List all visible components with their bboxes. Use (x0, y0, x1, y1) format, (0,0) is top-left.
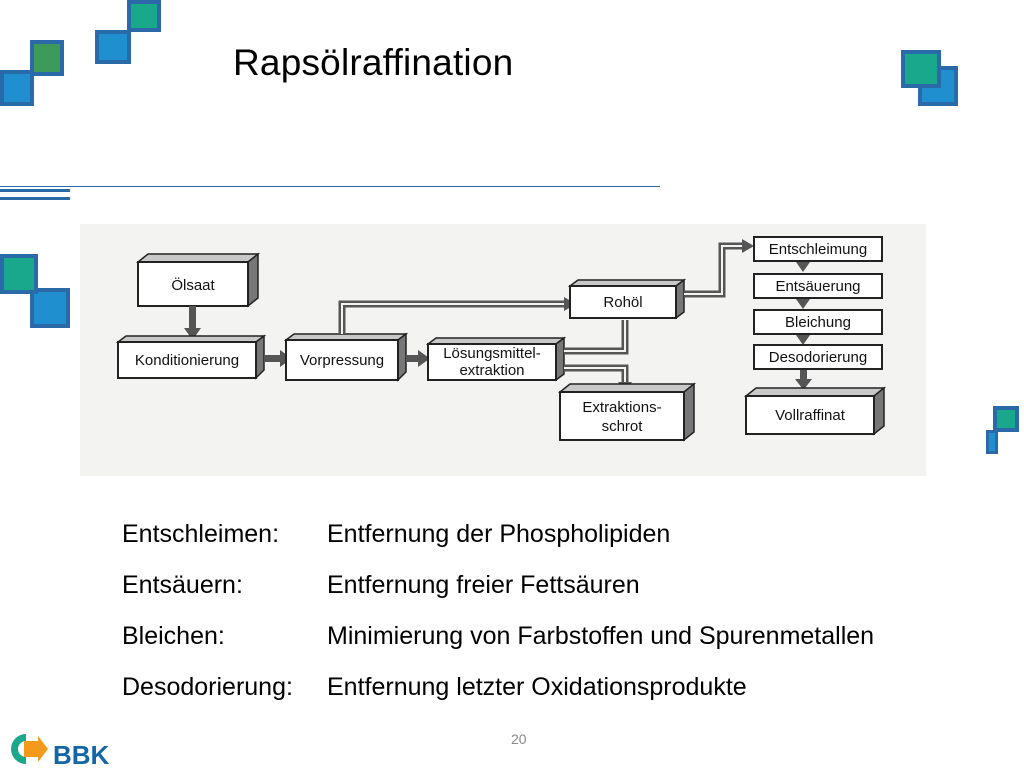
box-label-desodorierung: Desodorierung (769, 349, 867, 366)
title-rule (0, 186, 660, 187)
arrow-head (796, 299, 810, 309)
definition-description: Entfernung der Phospholipiden (327, 520, 671, 548)
arrow-shaft (189, 306, 196, 330)
arrow-shaft-inner (564, 367, 626, 384)
arrow-shaft-inner (564, 320, 626, 352)
arrow-shaft (406, 355, 420, 362)
decor-square (986, 430, 998, 454)
decor-square (0, 254, 38, 294)
page-number: 20 (511, 731, 527, 747)
box-label-extraktionsschrot-1: Extraktions- (582, 399, 661, 416)
arrow-shaft (684, 242, 744, 298)
decor-square (127, 0, 161, 32)
box-label-vorpressung: Vorpressung (300, 352, 384, 369)
box-label-vollraffinat: Vollraffinat (775, 407, 846, 424)
title-rule-accent (0, 197, 70, 200)
logo-text: BBK (53, 740, 110, 768)
arrow-shaft (264, 355, 282, 362)
definition-description: Minimierung von Farbstoffen und Spurenme… (327, 622, 875, 650)
box-label-oelsaat: Ölsaat (171, 276, 215, 294)
box-oelsaat: Ölsaat (135, 252, 261, 308)
arrow-head (796, 262, 810, 272)
arrow-head (184, 328, 201, 340)
title-rule-accent (0, 189, 70, 192)
arrow-head (742, 239, 754, 253)
box-entsaeuerung: Entsäuerung (753, 273, 883, 299)
bbk-logo-icon: BBK (11, 734, 110, 770)
box-bleichung: Bleichung (753, 309, 883, 335)
box-label-loesungsmittel-2: extraktion (459, 362, 524, 379)
arrow-shaft (338, 300, 566, 334)
arrow-shaft-inner (341, 303, 566, 334)
decor-square (30, 288, 70, 328)
slide-title: Rapsölraffination (233, 42, 514, 83)
decor-square (0, 70, 34, 106)
arrow-head (796, 335, 810, 345)
decor-square (30, 40, 64, 76)
bbk-logo: BBK (2, 730, 114, 770)
process-diagram: Ölsaat Konditionierung Vorpressung (80, 224, 926, 476)
box-vollraffinat: Vollraffinat (743, 386, 887, 436)
definition-term: Bleichen: (122, 622, 225, 650)
box-extraktionsschrot: Extraktions- schrot (557, 382, 697, 442)
arrow-shaft-inner (684, 245, 744, 295)
box-label-konditionierung: Konditionierung (135, 352, 239, 369)
definition-term: Entschleimen: (122, 520, 280, 548)
arrow-head (418, 350, 430, 367)
decor-square (993, 406, 1019, 432)
box-vorpressung: Vorpressung (283, 332, 409, 382)
definition-term: Desodorierung: (122, 673, 293, 701)
decor-square (95, 30, 131, 64)
box-konditionierung: Konditionierung (115, 334, 267, 380)
box-label-bleichung: Bleichung (785, 314, 851, 331)
process-diagram-svg: Ölsaat Konditionierung Vorpressung (115, 236, 887, 442)
box-label-entschleimung: Entschleimung (769, 241, 867, 258)
box-label-extraktionsschrot-2: schrot (602, 418, 644, 435)
definition-description: Entfernung freier Fettsäuren (327, 571, 640, 599)
box-rohoel: Rohöl (567, 278, 687, 320)
box-entschleimung: Entschleimung (753, 236, 883, 262)
box-desodorierung: Desodorierung (753, 344, 883, 370)
box-label-rohoel: Rohöl (603, 294, 642, 311)
box-label-loesungsmittel-1: Lösungsmittel- (443, 345, 541, 362)
arrow-shaft (564, 364, 629, 384)
box-loesungsmittel: Lösungsmittel- extraktion (425, 336, 567, 382)
definition-term: Entsäuern: (122, 571, 243, 599)
definition-description: Entfernung letzter Oxidationsprodukte (327, 673, 747, 701)
arrow-head (795, 379, 812, 390)
arrow-shaft (564, 320, 629, 355)
box-label-entsaeuerung: Entsäuerung (775, 278, 860, 295)
decor-square (901, 50, 941, 88)
arrow-shaft (800, 370, 807, 380)
